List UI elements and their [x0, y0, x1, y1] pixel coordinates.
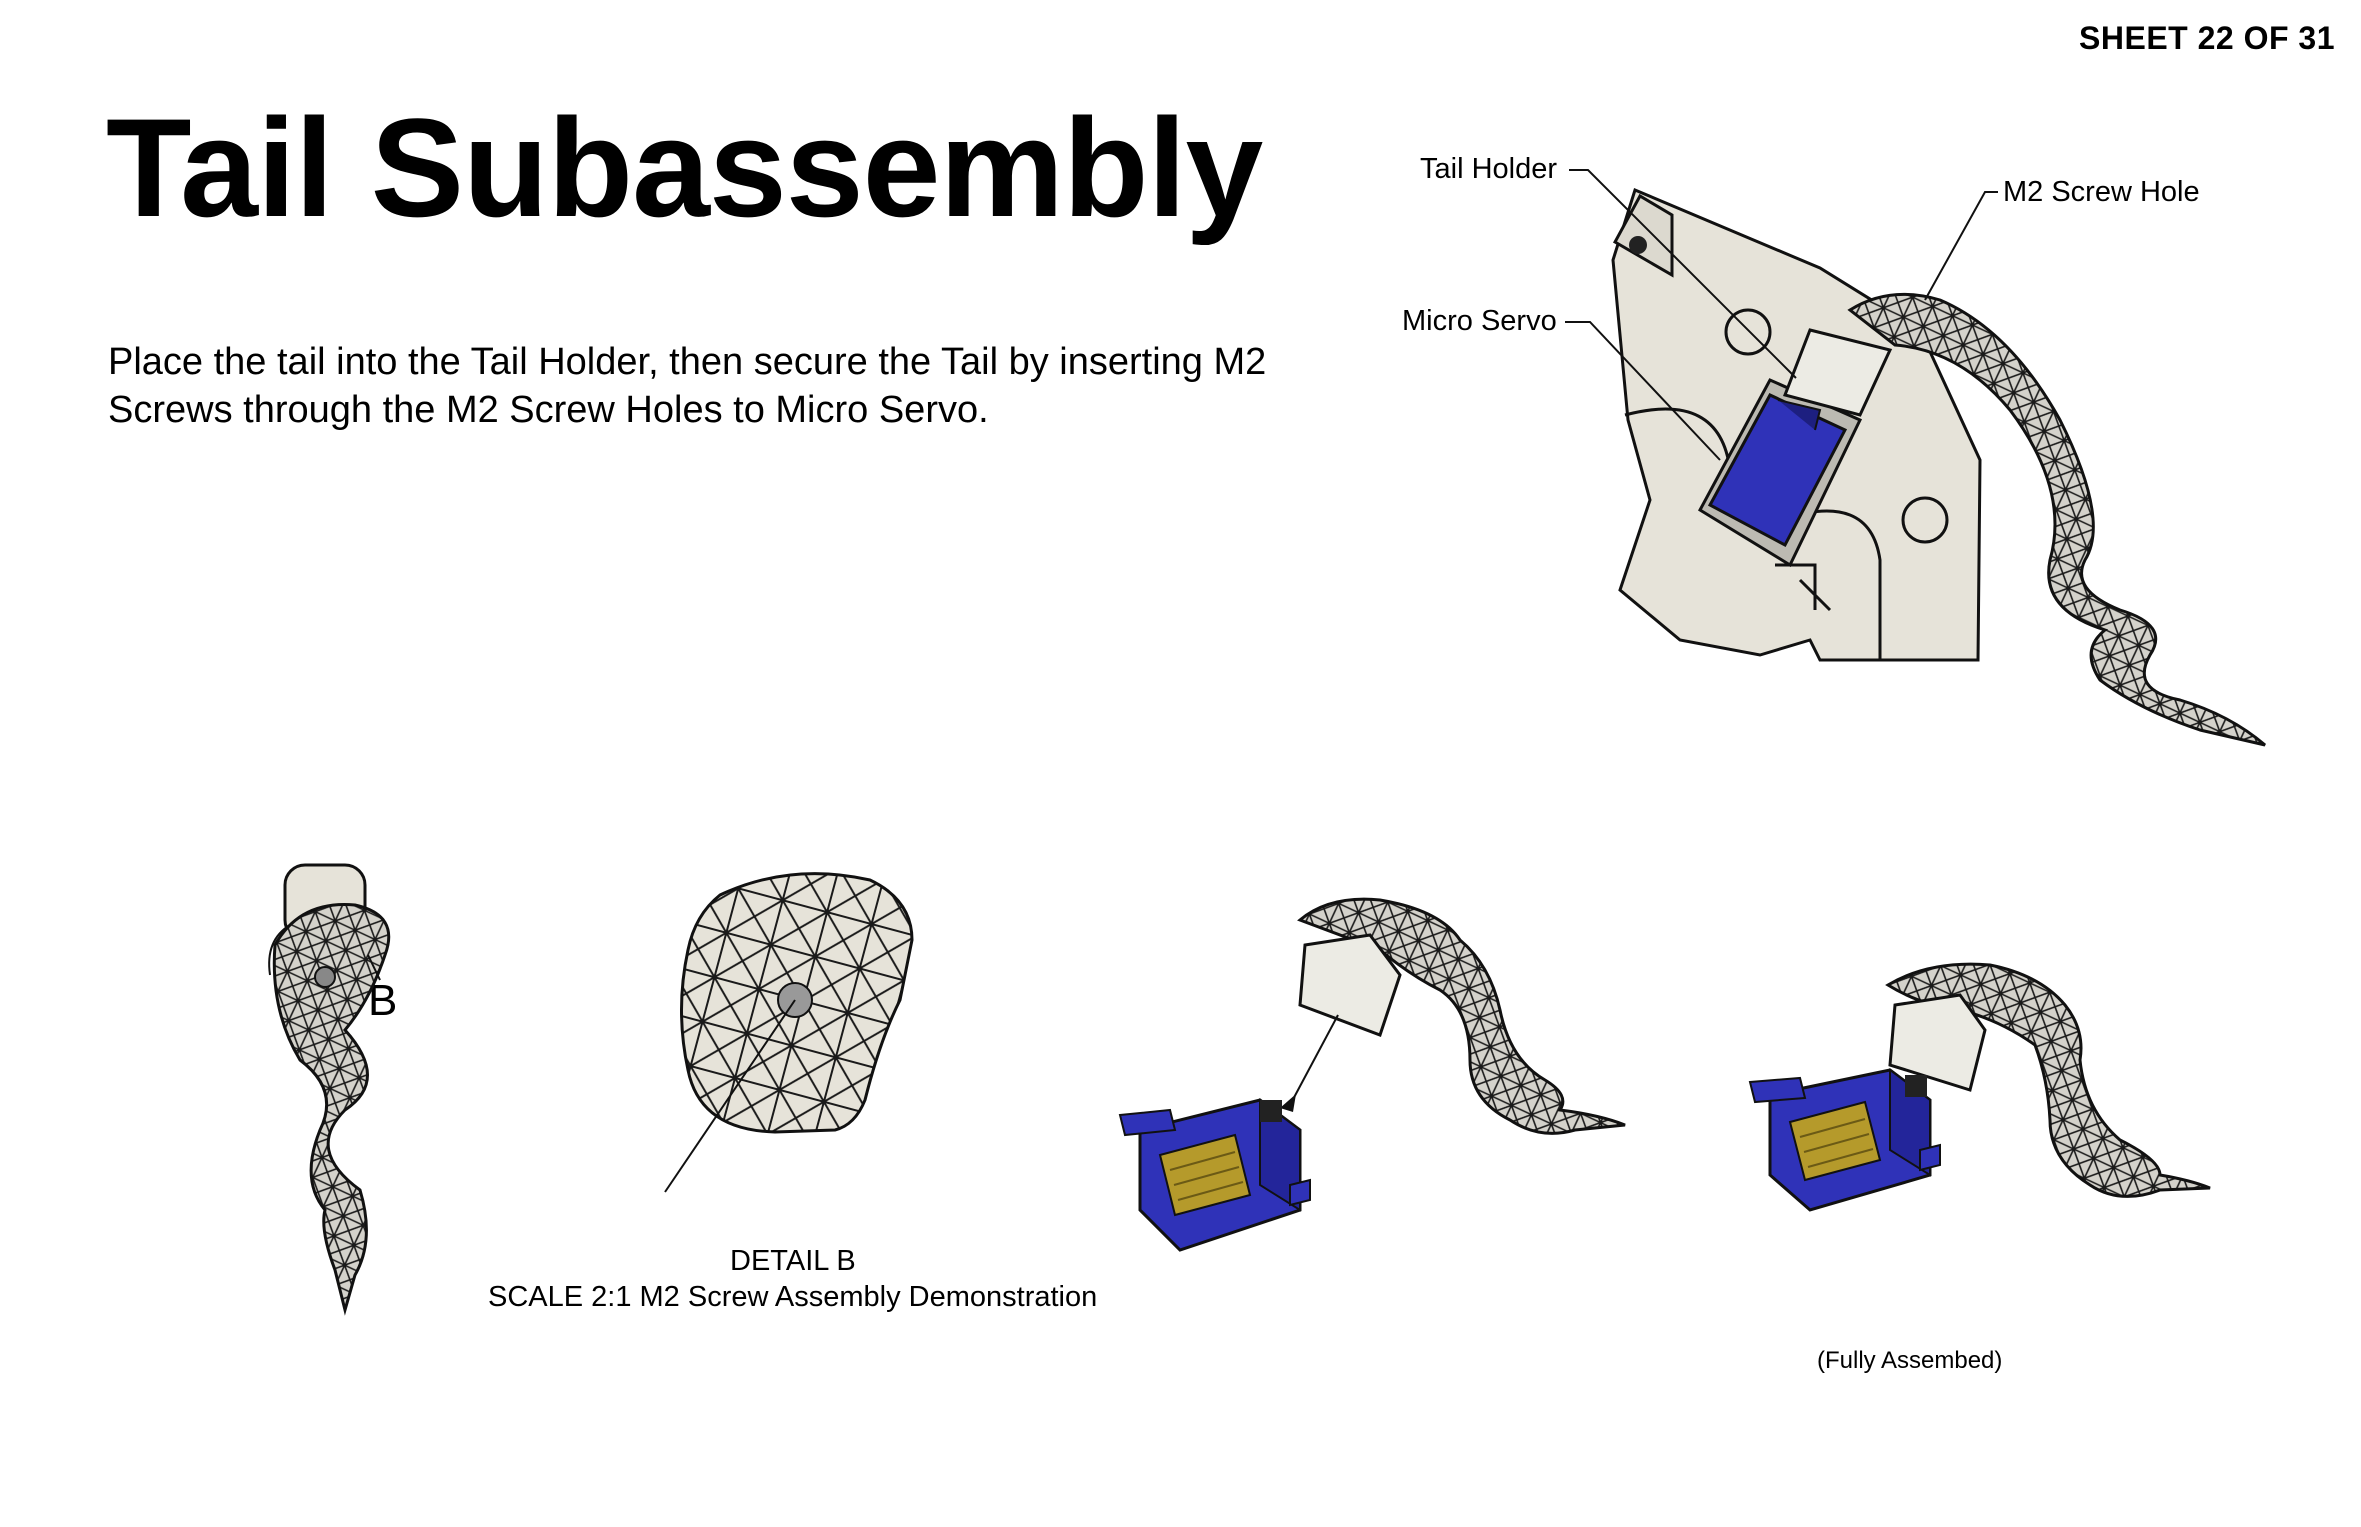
callout-tail-holder: Tail Holder	[1420, 153, 1557, 185]
callout-micro-servo: Micro Servo	[1402, 305, 1557, 337]
tail-mesh-main	[1847, 292, 2266, 747]
assembled-view	[1748, 962, 2211, 1212]
tail-mesh-assembled	[1885, 962, 2211, 1198]
assembled-caption: (Fully Assembed)	[1817, 1347, 2003, 1374]
assembled-holder-cylinder	[1888, 993, 1987, 1092]
tail-holder-cylinder	[1783, 328, 1893, 417]
detail-b-view	[664, 872, 914, 1193]
micro-servo	[1707, 393, 1848, 548]
page-title: Tail Subassembly	[106, 89, 1263, 246]
exploded-servo	[1118, 1098, 1311, 1252]
exploded-view	[1118, 897, 1626, 1252]
detail-caption-title: DETAIL B	[730, 1245, 856, 1277]
m2-screw-hole-right	[1901, 496, 1949, 544]
tail-side-view	[268, 863, 391, 1316]
m2-screw-hole-left	[1724, 308, 1772, 356]
tail-mesh-exploded	[1297, 897, 1626, 1135]
assembled-servo	[1748, 1068, 1941, 1212]
sheet-number: SHEET 22 OF 31	[2079, 20, 2335, 56]
exploded-holder-cylinder	[1298, 933, 1402, 1037]
detail-caption-scale: SCALE 2:1 M2 Screw Assembly Demonstratio…	[488, 1281, 1098, 1313]
main-view-illustration	[1565, 169, 2266, 747]
callout-m2-screw-hole: M2 Screw Hole	[2003, 176, 2200, 208]
instructions-text: Place the tail into the Tail Holder, the…	[108, 341, 1267, 431]
tail-holder-pin	[1629, 236, 1647, 254]
tail-mesh-side	[272, 903, 391, 1316]
